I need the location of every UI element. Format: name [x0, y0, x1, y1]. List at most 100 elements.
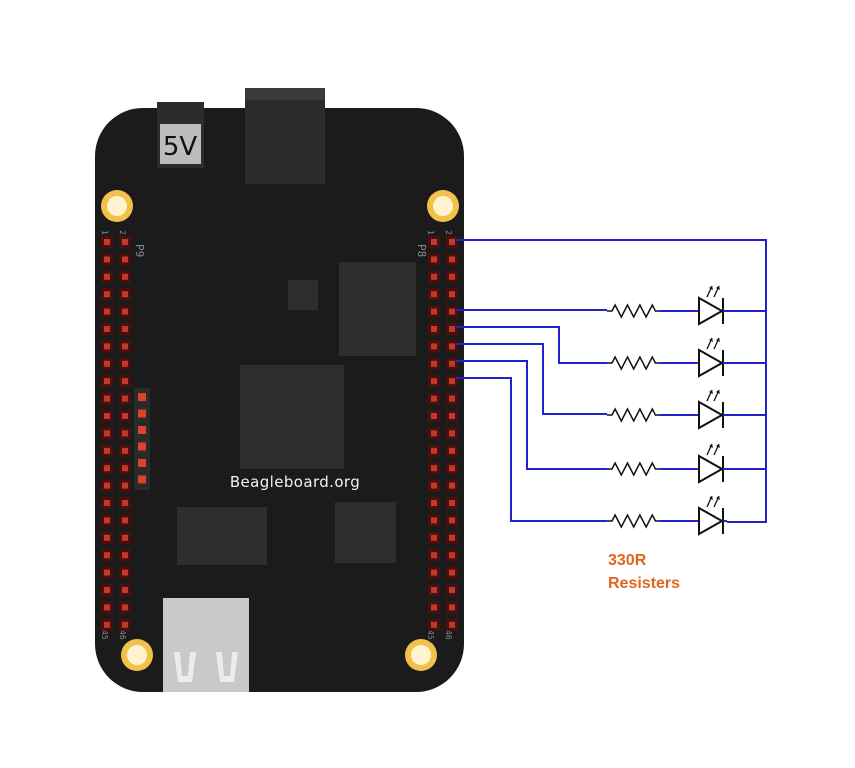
p9-pin-hole	[122, 291, 128, 298]
light-arrowhead-icon	[716, 496, 720, 500]
p8-pin-hole	[431, 326, 437, 332]
p8-pin-hole	[449, 482, 455, 489]
p9-pin-hole	[122, 465, 128, 472]
p8-pin-hole	[449, 465, 455, 472]
p9-pin-hole	[104, 447, 110, 454]
p8-pin-hole	[431, 395, 437, 402]
p9-pin-hole	[104, 465, 110, 472]
p8-header-label: P8	[415, 244, 428, 257]
light-arrowhead-icon	[716, 338, 720, 342]
common-return-wire[interactable]	[456, 239, 767, 523]
p9-pin-hole	[104, 587, 110, 593]
debug-header-pin	[138, 409, 146, 418]
p8-pin-hole	[431, 447, 437, 454]
p8-header	[428, 236, 458, 631]
p8-pin-hole	[431, 430, 437, 437]
p9-pin-hole	[122, 621, 128, 628]
resistor-led-channels	[607, 285, 727, 536]
p9-pin-hole	[122, 482, 128, 489]
mounting-hole-center	[411, 645, 431, 665]
p9-pin-hole	[122, 587, 128, 593]
p9-pin-hole	[104, 621, 110, 628]
p9-header	[101, 236, 131, 631]
p8-pin-hole	[431, 621, 437, 628]
p9-pin-hole	[104, 378, 110, 385]
led-diode	[698, 454, 725, 484]
p9-pin-hole	[122, 413, 128, 419]
p8-pin-hole	[449, 360, 455, 367]
p8-pin-hole	[431, 239, 437, 245]
p8-pin-hole	[449, 569, 455, 576]
light-arrowhead-icon	[709, 390, 713, 394]
debug-header-pin	[138, 442, 146, 451]
p9-pin-hole	[122, 273, 128, 280]
p8-pin-hole	[449, 395, 455, 402]
usb-port	[163, 598, 249, 692]
p9-pin-hole	[104, 273, 110, 280]
p9-pin-hole	[122, 517, 128, 524]
resistor	[607, 461, 660, 477]
p9-pin-hole	[104, 552, 110, 559]
p8-pin-hole	[449, 621, 455, 628]
p8-pin-hole	[431, 360, 437, 367]
power-label: 5V	[163, 132, 198, 162]
p9-header-label: P9	[133, 244, 146, 257]
p8-pin-hole	[449, 604, 455, 611]
signal-wire-2[interactable]	[456, 326, 607, 364]
debug-header-pin	[138, 475, 146, 484]
signal-wire-5[interactable]	[456, 377, 607, 522]
light-arrowhead-icon	[709, 496, 713, 500]
p8-pin-hole	[431, 569, 437, 576]
signal-wire-3[interactable]	[456, 343, 607, 415]
light-arrowhead-icon	[709, 444, 713, 448]
signal-wire-4[interactable]	[456, 360, 607, 470]
chip-emmc	[177, 507, 267, 565]
p8-pin-hole	[431, 378, 437, 385]
led-diode	[698, 506, 725, 536]
ethernet-jack	[245, 88, 325, 184]
p8-pin-hole	[449, 239, 455, 245]
p9-pin-hole	[122, 378, 128, 385]
p9-pin-number: 2	[118, 230, 127, 235]
p8-pin-number: 1	[426, 230, 435, 235]
p8-pin-hole	[431, 482, 437, 489]
resistor	[607, 355, 660, 371]
p9-pin-number: 1	[100, 230, 109, 235]
p9-pin-hole	[104, 569, 110, 576]
debug-header-pin	[138, 459, 146, 467]
p8-pin-hole	[449, 500, 455, 506]
p9-pin-hole	[122, 500, 128, 506]
p9-pin-hole	[122, 308, 128, 315]
mounting-hole-center	[433, 196, 453, 216]
light-arrowhead-icon	[709, 286, 713, 290]
p9-pin-hole	[122, 534, 128, 541]
p9-pin-hole	[122, 360, 128, 367]
p8-pin-hole	[431, 413, 437, 419]
p8-pin-hole	[431, 291, 437, 298]
p8-pin-hole	[449, 534, 455, 541]
p9-pin-hole	[122, 239, 128, 245]
beaglebone-board: 5V Beagleboard.org P9 P8 1 2 1 2 45 4	[95, 88, 464, 692]
mounting-hole-center	[127, 645, 147, 665]
board-brand-label: Beagleboard.org	[230, 473, 360, 491]
p8-pin-hole	[431, 273, 437, 280]
mounting-hole-center	[107, 196, 127, 216]
p8-pin-hole	[431, 534, 437, 541]
light-arrowhead-icon	[716, 390, 720, 394]
resistor	[607, 407, 660, 423]
p9-pin-hole	[104, 395, 110, 402]
p9-pin-hole	[104, 256, 110, 263]
chip-pmic	[335, 502, 396, 563]
p8-pin-hole	[431, 517, 437, 524]
debug-header-pin	[138, 393, 146, 401]
p9-pin-number: 46	[118, 630, 127, 640]
usb-contact	[174, 652, 196, 682]
light-arrowhead-icon	[709, 338, 713, 342]
p9-pin-hole	[122, 447, 128, 454]
p9-pin-hole	[122, 552, 128, 559]
p9-pin-hole	[104, 430, 110, 437]
p9-pin-hole	[104, 482, 110, 489]
resistor	[607, 513, 660, 529]
led-diode	[698, 296, 725, 326]
